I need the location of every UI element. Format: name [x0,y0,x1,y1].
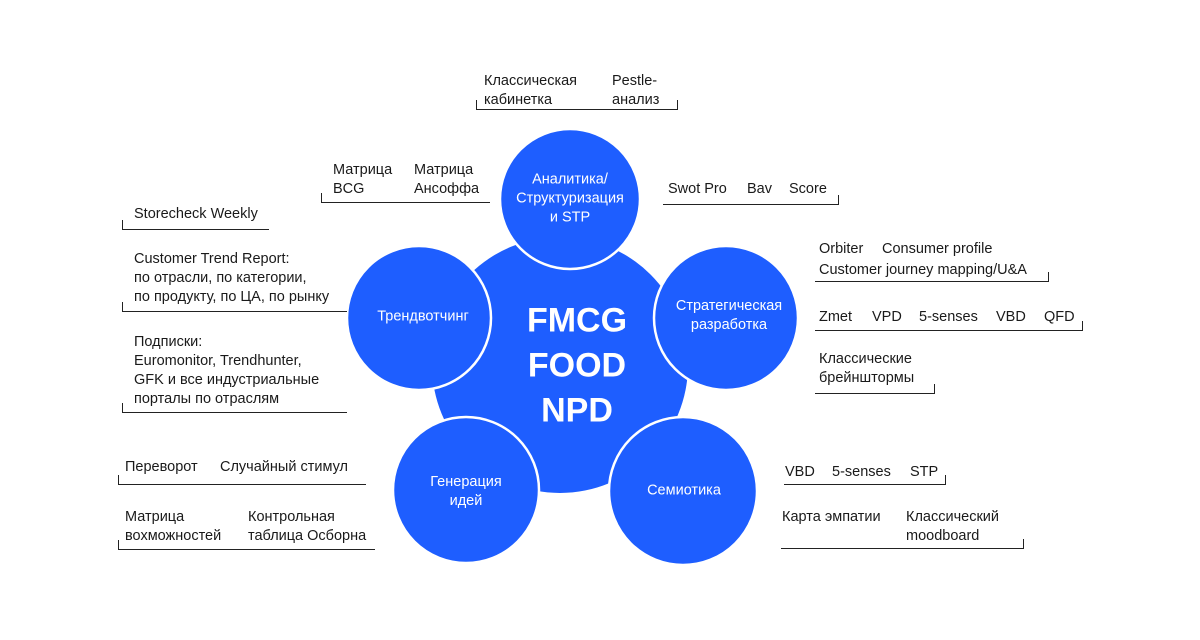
tool-label: Zmet [819,309,853,325]
node-label-line: Аналитика/ [532,171,608,188]
tool-bracket [118,475,366,485]
node-circle-trendwatching[interactable] [345,244,493,392]
tool-label: 5-senses [919,309,978,325]
center-line: NPD [541,391,613,430]
tool-bracket [784,475,946,485]
tool-label: STP [910,464,939,480]
tool-bracket [321,193,490,203]
center-line: FMCG [526,301,628,340]
tool-label: Переворот [125,459,198,475]
node-label-semiotics: Семиотика [647,482,721,501]
tool-label: Score [789,181,827,197]
node-circle-analytics[interactable] [498,127,642,271]
tool-bracket [815,384,935,394]
tool-label: VPD [872,309,902,325]
center-title: FMCG FOOD NPD [527,299,627,434]
tool-label: 5-senses [832,464,891,480]
tool-label: VBD [785,464,815,480]
tool-label: Pestle-анализ [612,73,660,108]
node-label-ideation: Генерация идей [430,473,501,511]
tool-bracket [118,540,375,550]
node-label-strategy: Стратегическая разработка [676,297,782,335]
node-label-line: разработка [690,317,768,333]
tool-bracket [122,220,269,230]
tool-bracket [781,539,1024,549]
tool-label: Подписки:Euromonitor, Trendhunter,GFK и … [134,334,320,407]
tool-label: QFD [1044,309,1075,325]
node-label-trendwatching: Трендвотчинг [377,308,469,327]
tool-label: Customer journey mapping/U&A [819,262,1027,278]
node-label-line: Структуризация [516,190,624,207]
tool-label: Swot Pro [668,181,727,197]
tool-label: Customer Trend Report:по отрасли, по кат… [134,251,330,305]
node-label-line: и STP [549,209,591,226]
tool-label: Consumer profile [882,241,993,257]
node-label-line: Стратегическая [675,298,783,314]
node-label-analytics: Аналитика/ Структуризация и STP [516,171,624,228]
node-circle-ideation[interactable] [391,415,541,565]
node-circle-semiotics[interactable] [607,415,759,567]
tool-bracket [663,195,839,205]
node-circle-strategy[interactable] [652,244,800,392]
tool-label: Карта эмпатии [782,509,881,525]
node-label-line: Трендвотчинг [377,308,469,325]
tool-bracket [122,302,347,312]
tool-label: Случайный стимул [220,459,348,475]
tool-bracket [815,321,1083,331]
node-label-line: Генерация [430,474,502,490]
tool-label: VBD [996,309,1026,325]
center-line: FOOD [527,346,627,385]
tool-label: Bav [747,181,772,197]
node-label-line: Семиотика [647,482,721,499]
tool-label: Storecheck Weekly [134,206,258,222]
tool-bracket [122,403,347,413]
node-label-line: идей [449,493,483,509]
tool-label: Orbiter [819,241,864,257]
tool-bracket [476,100,678,110]
tool-bracket [815,272,1049,282]
